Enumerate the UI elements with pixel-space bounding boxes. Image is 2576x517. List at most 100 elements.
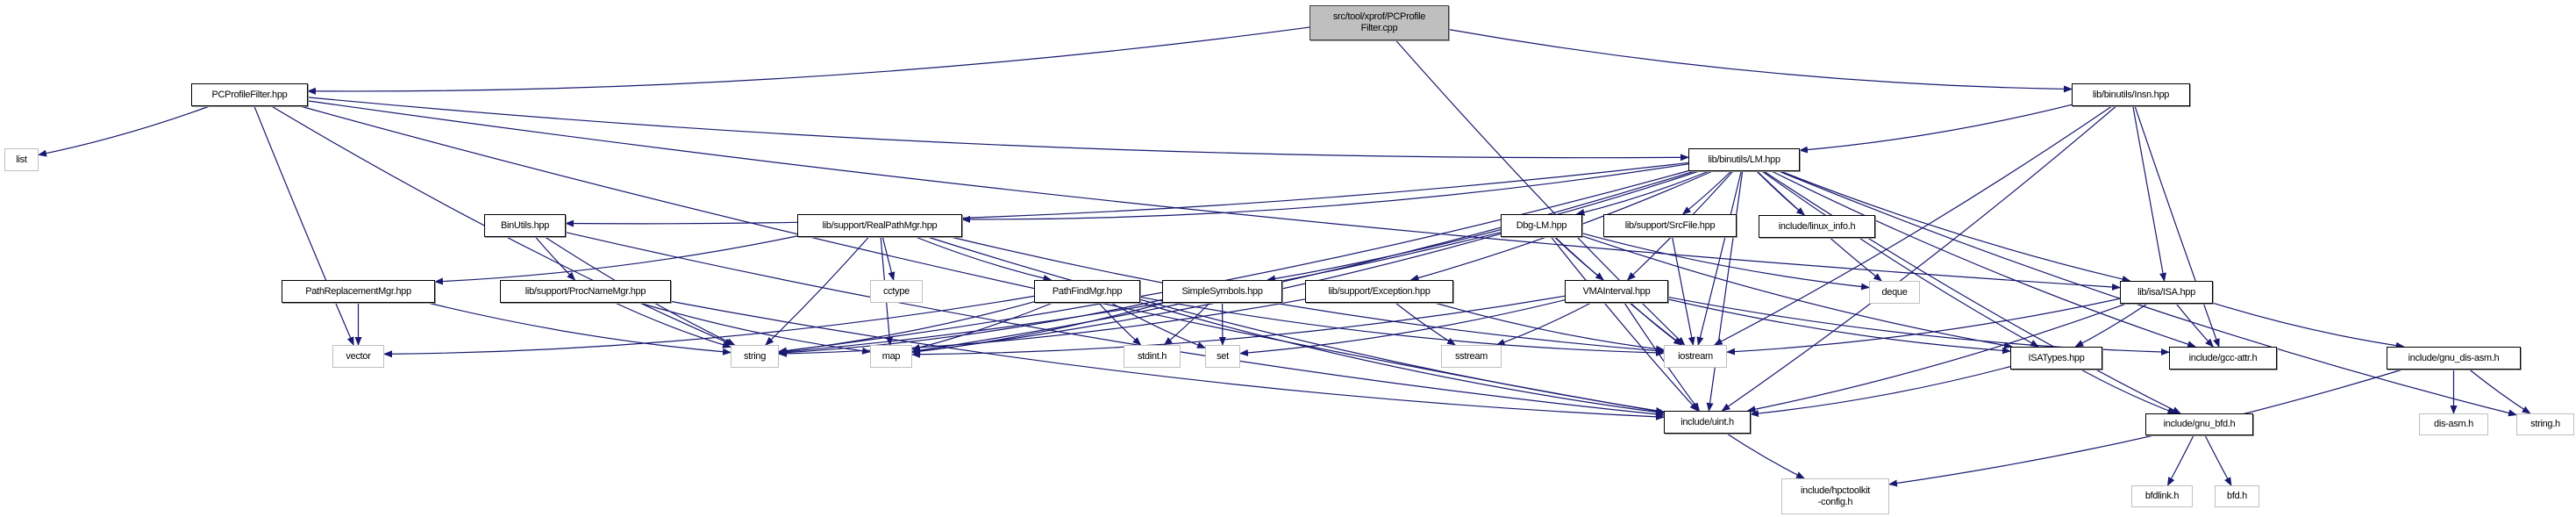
edge-lm-to-stringh — [1778, 170, 2517, 417]
edge-pathfind-to-string — [778, 301, 1035, 355]
node-stringh: string.h — [2516, 413, 2574, 435]
edge-binutils-to-procname — [535, 236, 576, 281]
edge-simplesym-to-stdint — [1163, 302, 1210, 346]
node-binutils[interactable]: BinUtils.hpp — [484, 214, 566, 237]
node-isatypes[interactable]: ISATypes.hpp — [2010, 347, 2102, 370]
edge-isa-to-gnudisasm — [2212, 302, 2405, 349]
edge-isa-to-uint — [1746, 303, 2127, 413]
edge-vmainterval-to-uint — [1623, 302, 1701, 412]
edge-lm-to-gccattr — [1771, 170, 2197, 348]
edge-pcpfhpp-to-lm — [307, 97, 1689, 162]
edge-root-to-insn — [1448, 29, 2073, 93]
node-insn[interactable]: lib/binutils/Insn.hpp — [2072, 83, 2190, 106]
edge-realpath-to-iostream — [950, 236, 1665, 355]
edge-lm-to-map — [911, 170, 1695, 355]
edge-exception-to-string — [778, 298, 1306, 357]
node-bfd: bfd.h — [2215, 485, 2259, 507]
edge-root-to-iostream — [1395, 39, 1686, 346]
node-isa[interactable]: lib/isa/ISA.hpp — [2120, 281, 2213, 304]
edge-pcpfhpp-to-isa — [307, 100, 2121, 291]
edge-exception-to-iostream — [1434, 302, 1665, 353]
edge-realpath-to-pathrepl — [434, 235, 798, 285]
edge-root-to-pcpfhpp — [307, 26, 1310, 95]
edge-pathrepl-to-string — [427, 302, 731, 355]
node-gnubfd[interactable]: include/gnu_bfd.h — [2145, 413, 2253, 435]
edge-pcpfhpp-to-vector — [253, 105, 354, 346]
edge-simplesym-to-map — [911, 302, 1165, 355]
node-bfdlink: bfdlink.h — [2131, 485, 2193, 507]
edge-lm-to-isatypes — [1761, 170, 2039, 348]
edge-isatypes-to-uint — [1750, 366, 2011, 417]
edge-lm-to-gnubfd — [1763, 170, 2181, 414]
edge-vmainterval-to-map — [911, 295, 1566, 358]
edge-exception-to-sstream — [1395, 302, 1456, 346]
node-map: map — [870, 345, 912, 368]
node-lm[interactable]: lib/binutils/LM.hpp — [1688, 148, 1800, 171]
edge-vmainterval-to-gccattr — [1667, 296, 2170, 355]
edge-vmainterval-to-sstream — [1495, 302, 1592, 346]
edge-pathfind-to-uint — [1139, 302, 1665, 416]
edge-gnubfd-to-bfd — [2204, 434, 2232, 486]
edge-lm-to-simplesym — [1267, 170, 1700, 283]
node-hpcconfig: include/hpctoolkit -config.h — [1781, 478, 1889, 514]
node-uint[interactable]: include/uint.h — [1664, 411, 1751, 434]
node-srcfile[interactable]: lib/support/SrcFile.hpp — [1603, 214, 1737, 237]
edge-dbglm-to-deque — [1581, 233, 1870, 291]
node-cctype: cctype — [870, 280, 923, 303]
edge-binutils-to-uint — [565, 232, 1665, 418]
edge-lm-to-realpath — [961, 163, 1689, 223]
edge-lm-to-string — [778, 170, 1689, 355]
node-gccattr[interactable]: include/gcc-attr.h — [2169, 347, 2277, 370]
node-deque: deque — [1869, 281, 1920, 304]
edge-procname-to-map — [639, 302, 871, 355]
edge-insn-to-lm — [1799, 104, 2073, 154]
edge-isa-to-gccattr — [2175, 303, 2214, 348]
edge-gnudisasm-to-stringh — [2469, 369, 2531, 414]
node-vector: vector — [332, 345, 384, 368]
edge-vmainterval-to-set — [1239, 299, 1566, 356]
node-dbglm[interactable]: Dbg-LM.hpp — [1501, 214, 1582, 237]
edge-vmainterval-to-iostream — [1630, 302, 1682, 346]
edge-lm-to-uint — [1706, 170, 1744, 412]
edge-procname-to-string — [615, 302, 731, 348]
edge-isatypes-to-gnubfd — [2080, 369, 2177, 414]
node-exception[interactable]: lib/support/Exception.hpp — [1305, 280, 1453, 303]
edge-pathfind-to-stdint — [1098, 302, 1142, 346]
edge-realpath-to-cctype — [881, 236, 896, 281]
edge-lm-to-iostream — [1696, 170, 1742, 346]
node-iostream: iostream — [1664, 345, 1727, 368]
edge-simplesym-to-string — [778, 298, 1163, 356]
node-gnudisasm[interactable]: include/gnu_dis-asm.h — [2387, 347, 2521, 370]
node-vmainterval[interactable]: VMAInterval.hpp — [1565, 280, 1668, 303]
node-string: string — [731, 345, 779, 368]
node-pathfind[interactable]: PathFindMgr.hpp — [1034, 280, 1140, 303]
edge-pathfind-to-iostream — [1139, 296, 1665, 356]
edge-vmainterval-to-isatypes — [1667, 298, 2011, 355]
edge-insn-to-uint — [1721, 105, 2117, 412]
node-stdint: stdint.h — [1124, 345, 1181, 368]
node-simplesym[interactable]: SimpleSymbols.hpp — [1162, 280, 1282, 303]
node-pathrepl[interactable]: PathReplacementMgr.hpp — [282, 280, 435, 303]
edge-pcpfhpp-to-list — [38, 105, 211, 157]
edge-gnubfd-to-bfdlink — [2166, 434, 2194, 486]
edge-realpath-to-pathfind — [915, 236, 1053, 282]
node-pcpfhpp[interactable]: PCProfileFilter.hpp — [191, 83, 308, 106]
edge-lm-to-srcfile — [1681, 170, 1732, 215]
edge-dbglm-to-string — [778, 232, 1502, 355]
edge-pathfind-to-map — [911, 302, 1053, 351]
node-list: list — [4, 148, 39, 171]
node-disasm: dis-asm.h — [2419, 413, 2488, 435]
node-procname[interactable]: lib/support/ProcNameMgr.hpp — [500, 280, 671, 303]
node-root[interactable]: src/tool/xprof/PCProfile Filter.cpp — [1309, 5, 1449, 40]
edge-lm-to-binutils — [565, 162, 1689, 227]
node-set: set — [1205, 345, 1240, 368]
edge-uint-to-hpcconfig — [1726, 433, 1805, 479]
edge-lm-to-dbglm — [1575, 170, 1709, 216]
edge-gnudisasm-to-hpcconfig — [1888, 369, 2403, 487]
edge-realpath-to-string — [765, 236, 870, 346]
node-linuxinfo[interactable]: include/linux_info.h — [1759, 215, 1875, 238]
edge-isa-to-isatypes — [2074, 303, 2148, 348]
node-realpath[interactable]: lib/support/RealPathMgr.hpp — [797, 214, 962, 237]
